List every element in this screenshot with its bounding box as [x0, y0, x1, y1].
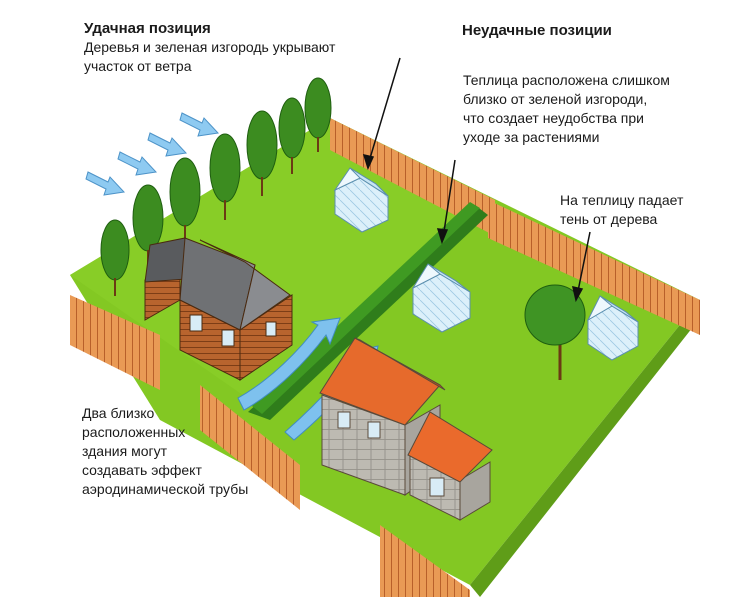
- shading-tree-icon: [524, 284, 586, 380]
- fence-right: [488, 200, 700, 335]
- good-position-line: участок от ветра: [84, 58, 192, 74]
- wind-arrow-icon: [147, 132, 188, 157]
- greenhouse-hedge-line: Теплица расположена слишком: [463, 72, 670, 88]
- pointer-line: [367, 57, 401, 166]
- greenhouse-hedge-annotation: Теплица расположена слишком близко от зе…: [463, 71, 713, 147]
- wind-tunnel-line: Два близко: [82, 405, 155, 421]
- fence-left: [70, 295, 160, 390]
- greenhouse-shade-line: На теплицу падает: [560, 192, 684, 208]
- greenhouse-near-hedge-icon: [333, 167, 389, 233]
- good-position-heading: Удачная позиция: [84, 20, 211, 37]
- wind-tunnel-annotation: Два близко расположенных здания могут со…: [82, 404, 322, 499]
- bad-positions-annotation: Неудачные позиции: [462, 21, 712, 40]
- greenhouse-hedge-line: уходе за растениями: [463, 129, 600, 145]
- wind-tunnel-line: здания могут: [82, 443, 168, 459]
- greenhouse-middle-icon: [411, 263, 471, 333]
- windbreak-trees: [100, 77, 332, 296]
- wind-tunnel-line: аэродинамической трубы: [82, 481, 249, 497]
- good-position-line: Деревья и зеленая изгородь укрывают: [84, 39, 336, 55]
- fence-back: [330, 118, 495, 236]
- wind-tunnel-line: создавать эффект: [82, 462, 202, 478]
- green-hedge: [248, 202, 488, 420]
- greenhouse-hedge-line: что создает неудобства при: [463, 110, 644, 126]
- wind-arrow-icon: [117, 151, 158, 176]
- wind-arrow-icon: [85, 171, 126, 196]
- bad-positions-heading: Неудачные позиции: [462, 22, 612, 39]
- wind-arrows: [85, 112, 220, 196]
- airflow-arrow-icon: [237, 317, 341, 411]
- wind-tunnel-line: расположенных: [82, 424, 186, 440]
- fence-front: [200, 385, 470, 597]
- greenhouse-shaded-icon: [586, 295, 639, 361]
- wooden-house-icon: [144, 237, 293, 381]
- greenhouse-hedge-line: близко от зеленой изгороди,: [463, 91, 648, 107]
- pointer-lines: [362, 57, 591, 303]
- pointer-line: [576, 231, 591, 297]
- greenhouse-shade-line: тень от дерева: [560, 211, 658, 227]
- pointer-line: [442, 159, 456, 239]
- stone-house-icon: [319, 337, 493, 521]
- greenhouse-shade-annotation: На теплицу падает тень от дерева: [560, 191, 720, 229]
- good-position-annotation: Удачная позиция Деревья и зеленая изгоро…: [84, 19, 414, 76]
- wind-arrow-icon: [179, 112, 220, 137]
